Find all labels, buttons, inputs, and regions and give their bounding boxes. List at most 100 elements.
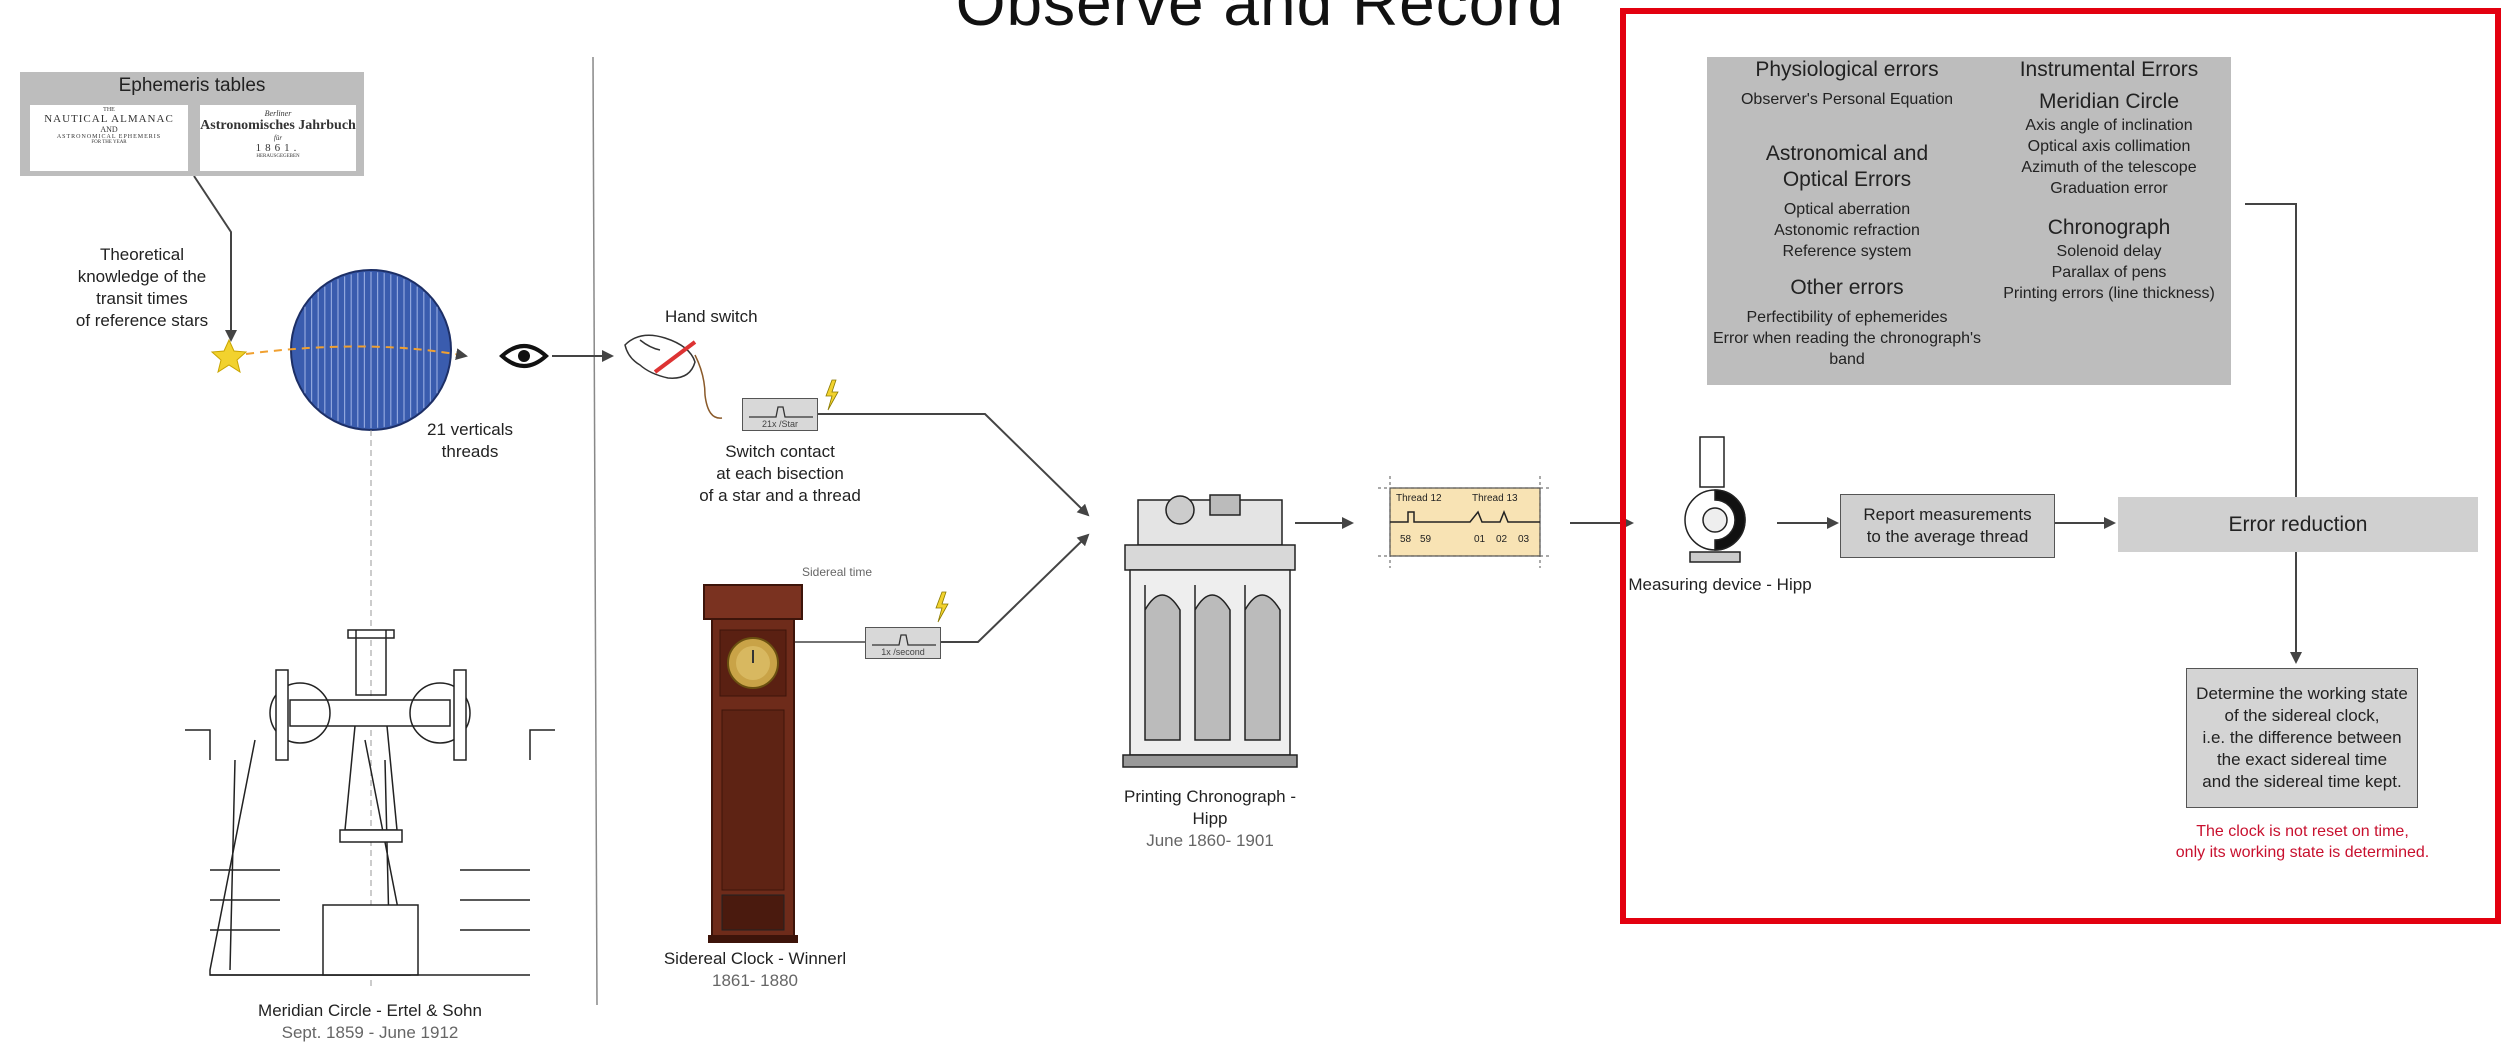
card-line: FOR THE YEAR	[91, 140, 127, 145]
text-line: transit times	[96, 289, 188, 308]
error-item: Printing errors (line thickness)	[2003, 285, 2215, 302]
error-item: Perfectibility of ephemerides	[1746, 309, 1948, 326]
star-transit-path	[245, 345, 468, 361]
text-line: of a star and a thread	[699, 486, 861, 505]
error-reduction-box: Error reduction	[2118, 497, 2478, 552]
text-line: knowledge of the	[77, 267, 207, 286]
card-line: Berliner	[264, 109, 292, 118]
lightning-icon	[825, 379, 839, 411]
error-item: Graduation error	[2050, 180, 2168, 197]
card-line: AND	[100, 125, 118, 134]
pulse-icon	[749, 406, 813, 418]
pulse-rate: 21x /Star	[761, 419, 799, 429]
pulse-rate: 1x /second	[881, 647, 925, 657]
ephemeris-title: Ephemeris tables	[118, 75, 266, 96]
card-line: NAUTICAL ALMANAC	[44, 113, 174, 125]
error-item: Solenoid delay	[2056, 243, 2162, 260]
nautical-almanac-card: THE NAUTICAL ALMANAC AND ASTRONOMICAL EP…	[30, 105, 188, 171]
tape-tick: 59	[1420, 534, 1432, 545]
connector-clock-chronograph	[940, 533, 1090, 643]
instrument-name: Sidereal Clock - Winnerl	[663, 949, 847, 968]
page-title: Observe and Record	[955, 0, 1565, 39]
card-line: THE	[103, 107, 115, 113]
hand-switch-label: Hand switch	[665, 307, 758, 326]
section-divider	[592, 56, 598, 1006]
card-line: für	[273, 134, 283, 142]
text-line: at each bisection	[716, 464, 844, 483]
instrument-name: Hipp	[1192, 809, 1228, 828]
star-icon	[210, 338, 248, 374]
tape-tick: 02	[1496, 534, 1508, 545]
meridian-circle-caption: Meridian Circle - Ertel & Sohn Sept. 185…	[220, 1000, 520, 1044]
chronograph-tape	[1378, 476, 1552, 568]
telescope-field-globe	[290, 269, 452, 990]
instrumental-errors-section: Instrumental Errors Meridian Circle Axis…	[1989, 57, 2229, 304]
section-title: Other errors	[1790, 276, 1904, 299]
error-reduction-frame	[1620, 8, 2501, 924]
text-line: to the average thread	[1866, 527, 2029, 546]
tape-thread-label: Thread 13	[1472, 493, 1518, 504]
text-line: of the sidereal clock,	[2224, 706, 2380, 725]
text-line: 21 verticals	[427, 420, 513, 439]
instrument-name: Printing Chronograph -	[1124, 787, 1296, 806]
sidereal-time-label: Sidereal time	[802, 565, 873, 579]
clock-pulse-box: 1x /second	[865, 627, 941, 659]
error-item: Observer's Personal Equation	[1740, 91, 1954, 108]
connector-ephemeris-star	[193, 175, 237, 342]
section-title: Astronomical and	[1765, 142, 1929, 165]
printing-chronograph-drawing	[1122, 494, 1298, 768]
hand-switch-pulse-box: 21x /Star	[742, 398, 818, 431]
report-measurements-box: Report measurements to the average threa…	[1840, 494, 2055, 558]
physiological-errors-section: Physiological errors Observer's Personal…	[1707, 57, 1987, 110]
card-line: 1861.	[255, 142, 301, 154]
hand-switch-drawing	[624, 334, 723, 419]
tape-tick: 58	[1400, 534, 1412, 545]
vertical-threads-label: 21 verticals threads	[405, 419, 535, 463]
eye-icon	[499, 344, 549, 368]
error-item: Astonomic refraction	[1774, 222, 1920, 239]
other-errors-section: Other errors Perfectibility of ephemerid…	[1707, 275, 1987, 370]
text-line: threads	[441, 442, 499, 461]
astronomical-errors-section: Astronomical and Optical Errors Optical …	[1707, 141, 1987, 262]
error-item: Reference system	[1782, 243, 1912, 260]
section-title: Instrumental Errors	[2019, 58, 2199, 81]
text-line: the exact sidereal time	[2216, 750, 2388, 769]
text-line: Theoretical	[99, 245, 185, 264]
determine-working-state-box: Determine the working state of the sider…	[2186, 668, 2418, 808]
tape-thread-label: Thread 12	[1396, 493, 1442, 504]
text-line: Determine the working state	[2196, 684, 2408, 703]
card-line: Astronomisches Jahrbuch	[200, 118, 356, 133]
text-line: The clock is not reset on time,	[2196, 823, 2409, 840]
text-line: only its working state is determined.	[2175, 844, 2430, 861]
tape-tick: 03	[1518, 534, 1530, 545]
text-line: of reference stars	[75, 311, 209, 330]
error-item: Error when reading the chronograph's ban…	[1712, 330, 1982, 368]
errors-panel: Physiological errors Observer's Personal…	[1707, 57, 2231, 385]
connector-hand-chronograph	[818, 413, 1090, 517]
pulse-icon	[872, 634, 936, 646]
error-item: Optical axis collimation	[2027, 138, 2191, 155]
lightning-icon	[935, 591, 949, 623]
ephemeris-tables-panel: Ephemeris tables THE NAUTICAL ALMANAC AN…	[20, 72, 364, 176]
instrument-dates: Sept. 1859 - June 1912	[281, 1023, 459, 1042]
text-line: Report measurements	[1863, 505, 2032, 524]
berliner-jahrbuch-card: Berliner Astronomisches Jahrbuch für 186…	[200, 105, 356, 171]
switch-contact-caption: Switch contact at each bisection of a st…	[680, 441, 880, 507]
error-item: Azimuth of the telescope	[2021, 159, 2197, 176]
instrument-name: Meridian Circle - Ertel & Sohn	[258, 1001, 482, 1020]
error-item: Optical aberration	[1783, 201, 1911, 218]
text-line: Switch contact	[725, 442, 835, 461]
instrument-dates: 1861- 1880	[711, 971, 799, 990]
measuring-device-caption: Measuring device - Hipp	[1628, 575, 1812, 594]
measuring-device-drawing	[1684, 436, 1746, 563]
instrument-dates: June 1860- 1901	[1146, 831, 1274, 850]
theoretical-knowledge-label: Theoretical knowledge of the transit tim…	[62, 244, 222, 332]
text-line: and the sidereal time kept.	[2202, 772, 2402, 791]
meridian-circle-drawing	[185, 629, 555, 976]
section-title: Optical Errors	[1782, 168, 1912, 191]
connector-errors-reduction	[2245, 203, 2297, 497]
error-item: Parallax of pens	[2051, 264, 2167, 281]
clock-reset-note: The clock is not reset on time, only its…	[2150, 821, 2455, 863]
card-line: HERAUSGEGEBEN	[256, 154, 300, 159]
